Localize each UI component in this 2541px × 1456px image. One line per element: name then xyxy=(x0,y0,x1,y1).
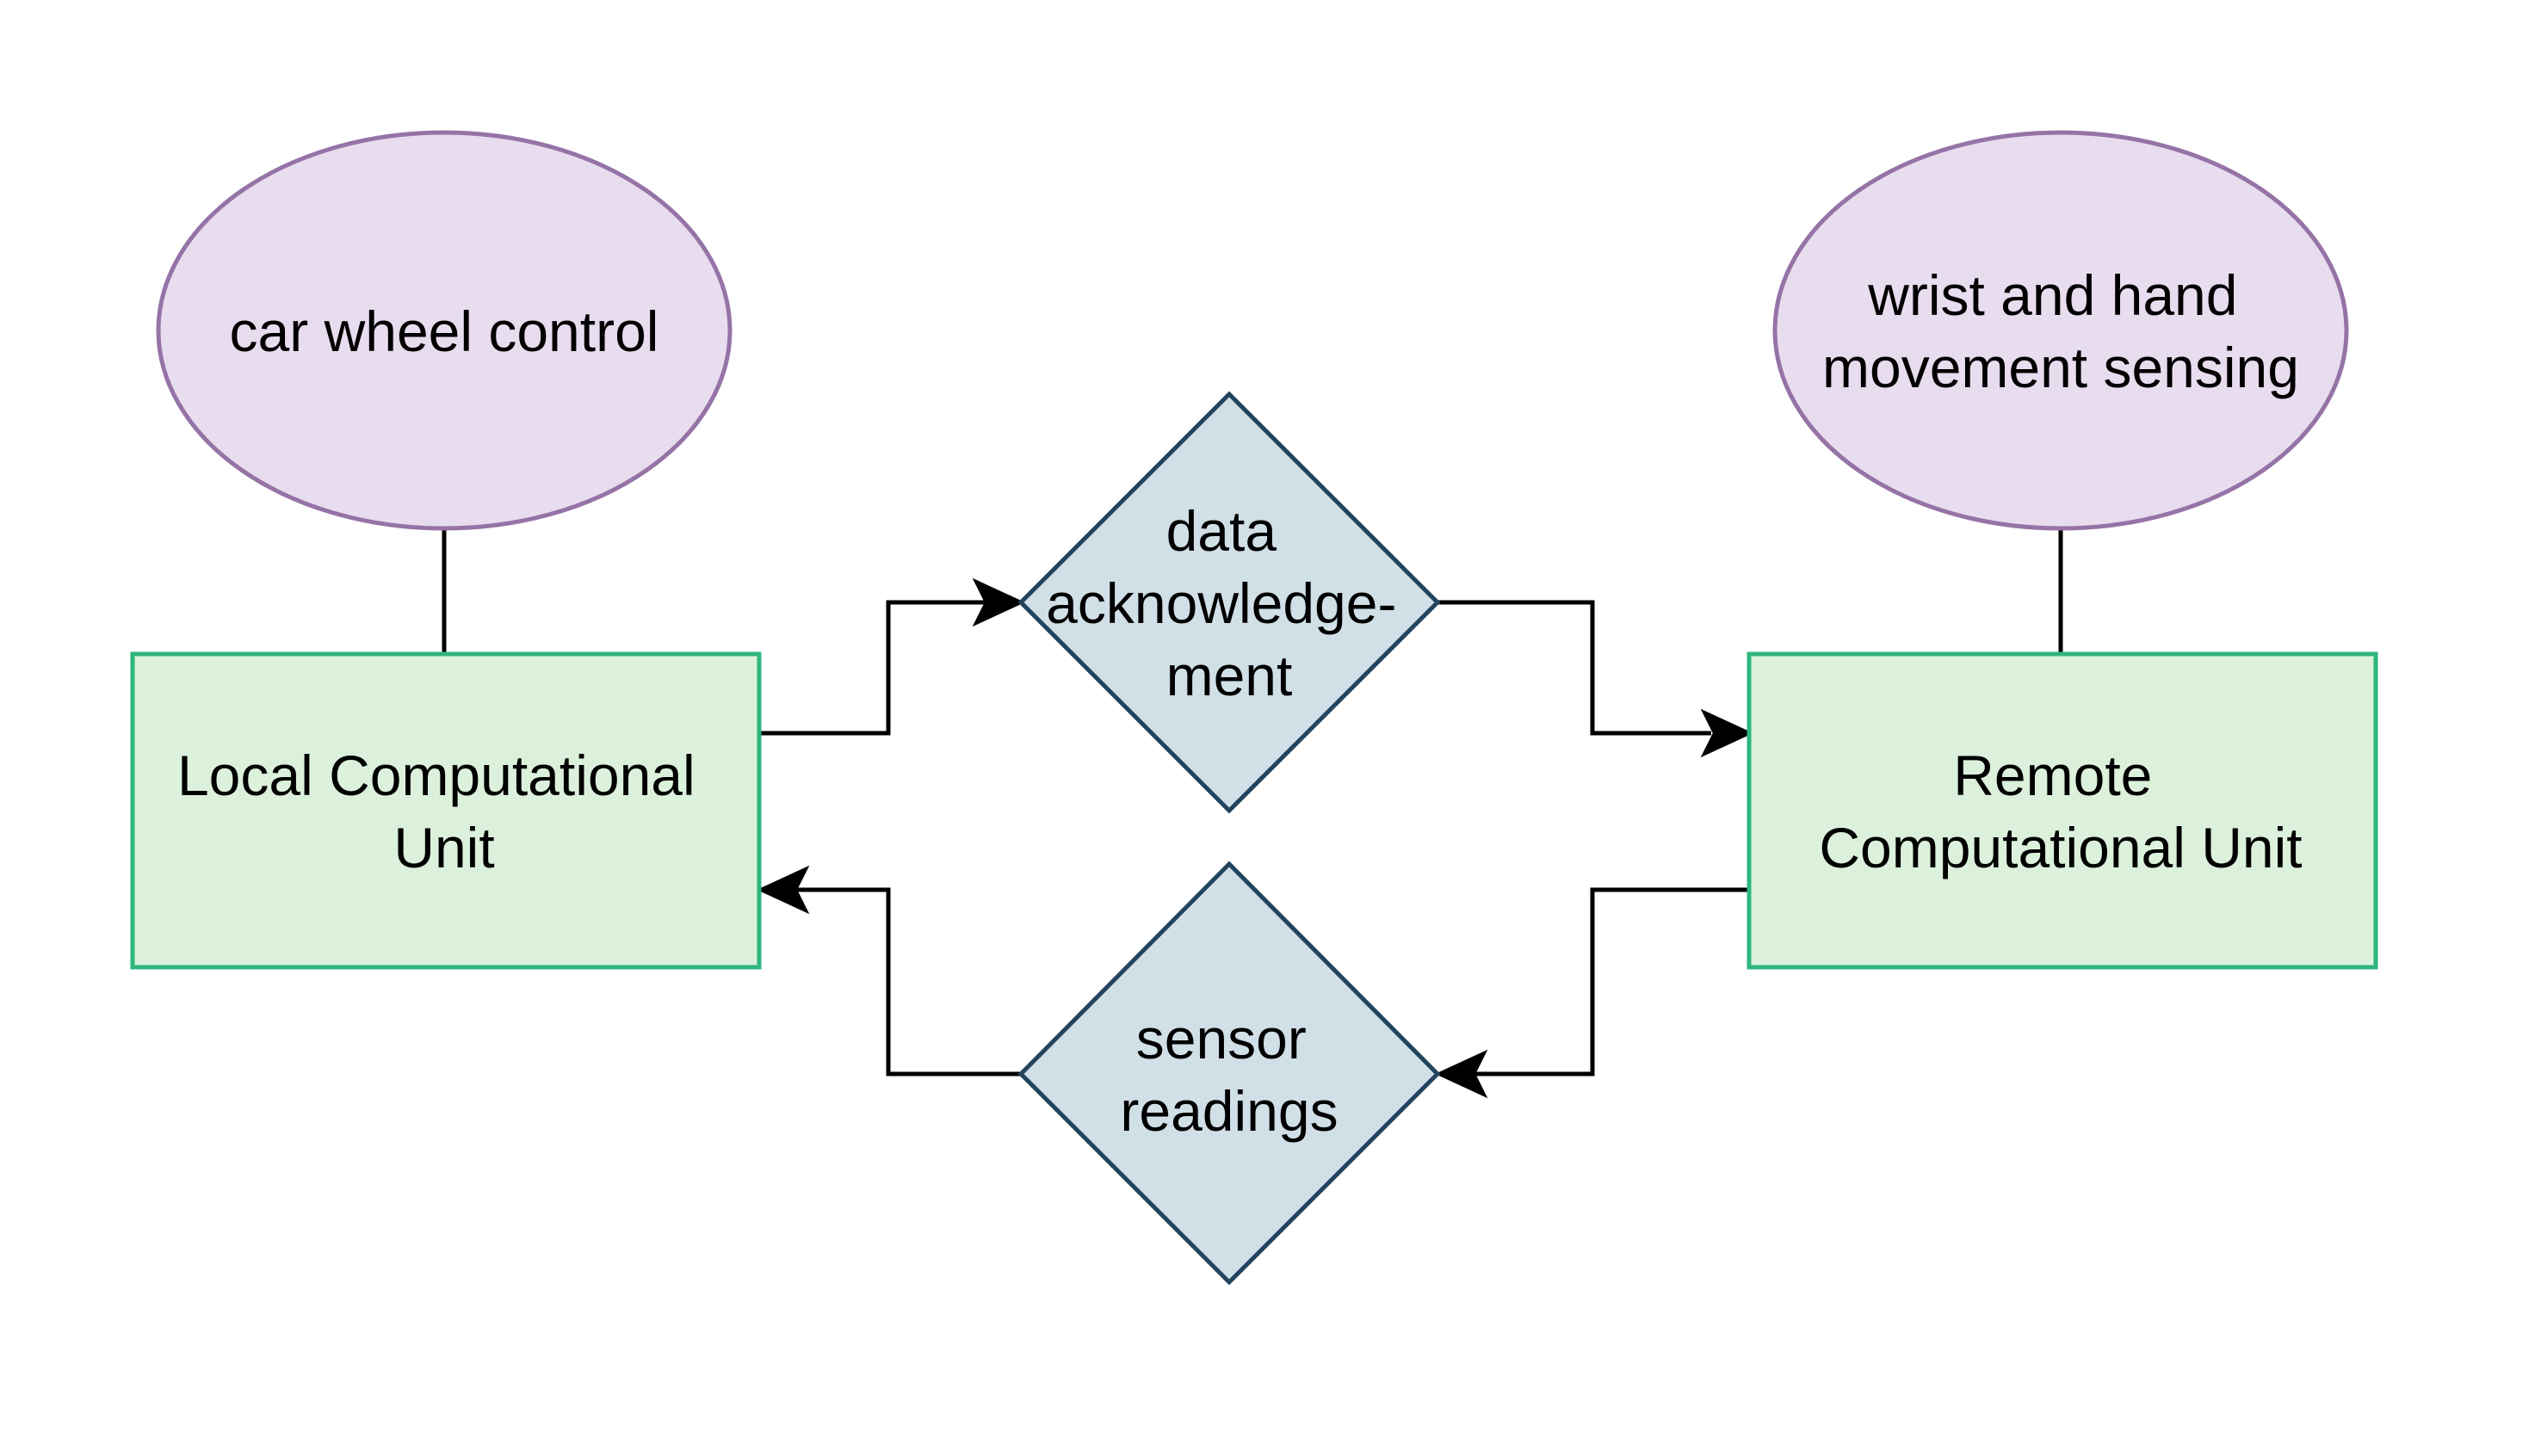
label-line: readings xyxy=(1120,1079,1338,1143)
label-line: sensor xyxy=(1136,1007,1307,1070)
diamond-shape xyxy=(1017,861,1441,1286)
node-label: Local Computational Unit xyxy=(177,743,711,879)
ellipse-car-wheel-control[interactable]: car wheel control xyxy=(156,130,733,531)
arrowheads xyxy=(757,577,1753,1099)
edge-sensor-to-local xyxy=(797,887,1021,1077)
label-line: Unit xyxy=(393,816,494,879)
edge-data-ack-to-remote xyxy=(1437,600,1711,736)
ellipse-wrist-hand-sensing[interactable]: wrist and hand movement sensing xyxy=(1772,130,2349,531)
rect-shape xyxy=(130,651,762,970)
arrowhead-right-icon xyxy=(1700,708,1753,758)
diamond-data-acknowledgement[interactable]: data acknowledge- ment xyxy=(1017,391,1441,814)
edge-local-to-data-ack xyxy=(759,600,990,736)
remote-computational-unit-box[interactable]: Remote Computational Unit xyxy=(1747,651,2378,970)
rect-shape xyxy=(1747,651,2378,970)
node-label: wrist and hand movement sensing xyxy=(1822,263,2299,399)
node-label: data acknowledge- ment xyxy=(1046,499,1413,707)
edge-remote-to-sensor xyxy=(1475,887,1749,1077)
diamond-shape xyxy=(1017,391,1441,814)
local-computational-unit-box[interactable]: Local Computational Unit xyxy=(130,651,762,970)
label-line: Remote xyxy=(1953,743,2152,807)
label-line: data xyxy=(1166,499,1277,563)
node-label: sensor readings xyxy=(1120,1007,1338,1143)
diamond-sensor-readings[interactable]: sensor readings xyxy=(1017,861,1441,1286)
edges xyxy=(442,527,2063,1077)
ellipse-shape xyxy=(1772,130,2349,531)
label-line: movement sensing xyxy=(1822,336,2299,399)
label-line: Computational Unit xyxy=(1819,816,2302,879)
arrowhead-right-icon xyxy=(972,577,1025,627)
label-line: acknowledge- xyxy=(1046,571,1396,635)
label-line: Local Computational xyxy=(177,743,696,807)
label-line: ment xyxy=(1166,644,1293,707)
label-line: car wheel control xyxy=(230,299,659,363)
node-label: Remote Computational Unit xyxy=(1819,743,2302,879)
ellipse-shape xyxy=(156,130,733,531)
arrowhead-left-icon xyxy=(1435,1049,1488,1099)
node-label: car wheel control xyxy=(230,299,659,363)
arrowhead-left-icon xyxy=(757,865,810,915)
label-line: wrist and hand xyxy=(1867,263,2237,327)
